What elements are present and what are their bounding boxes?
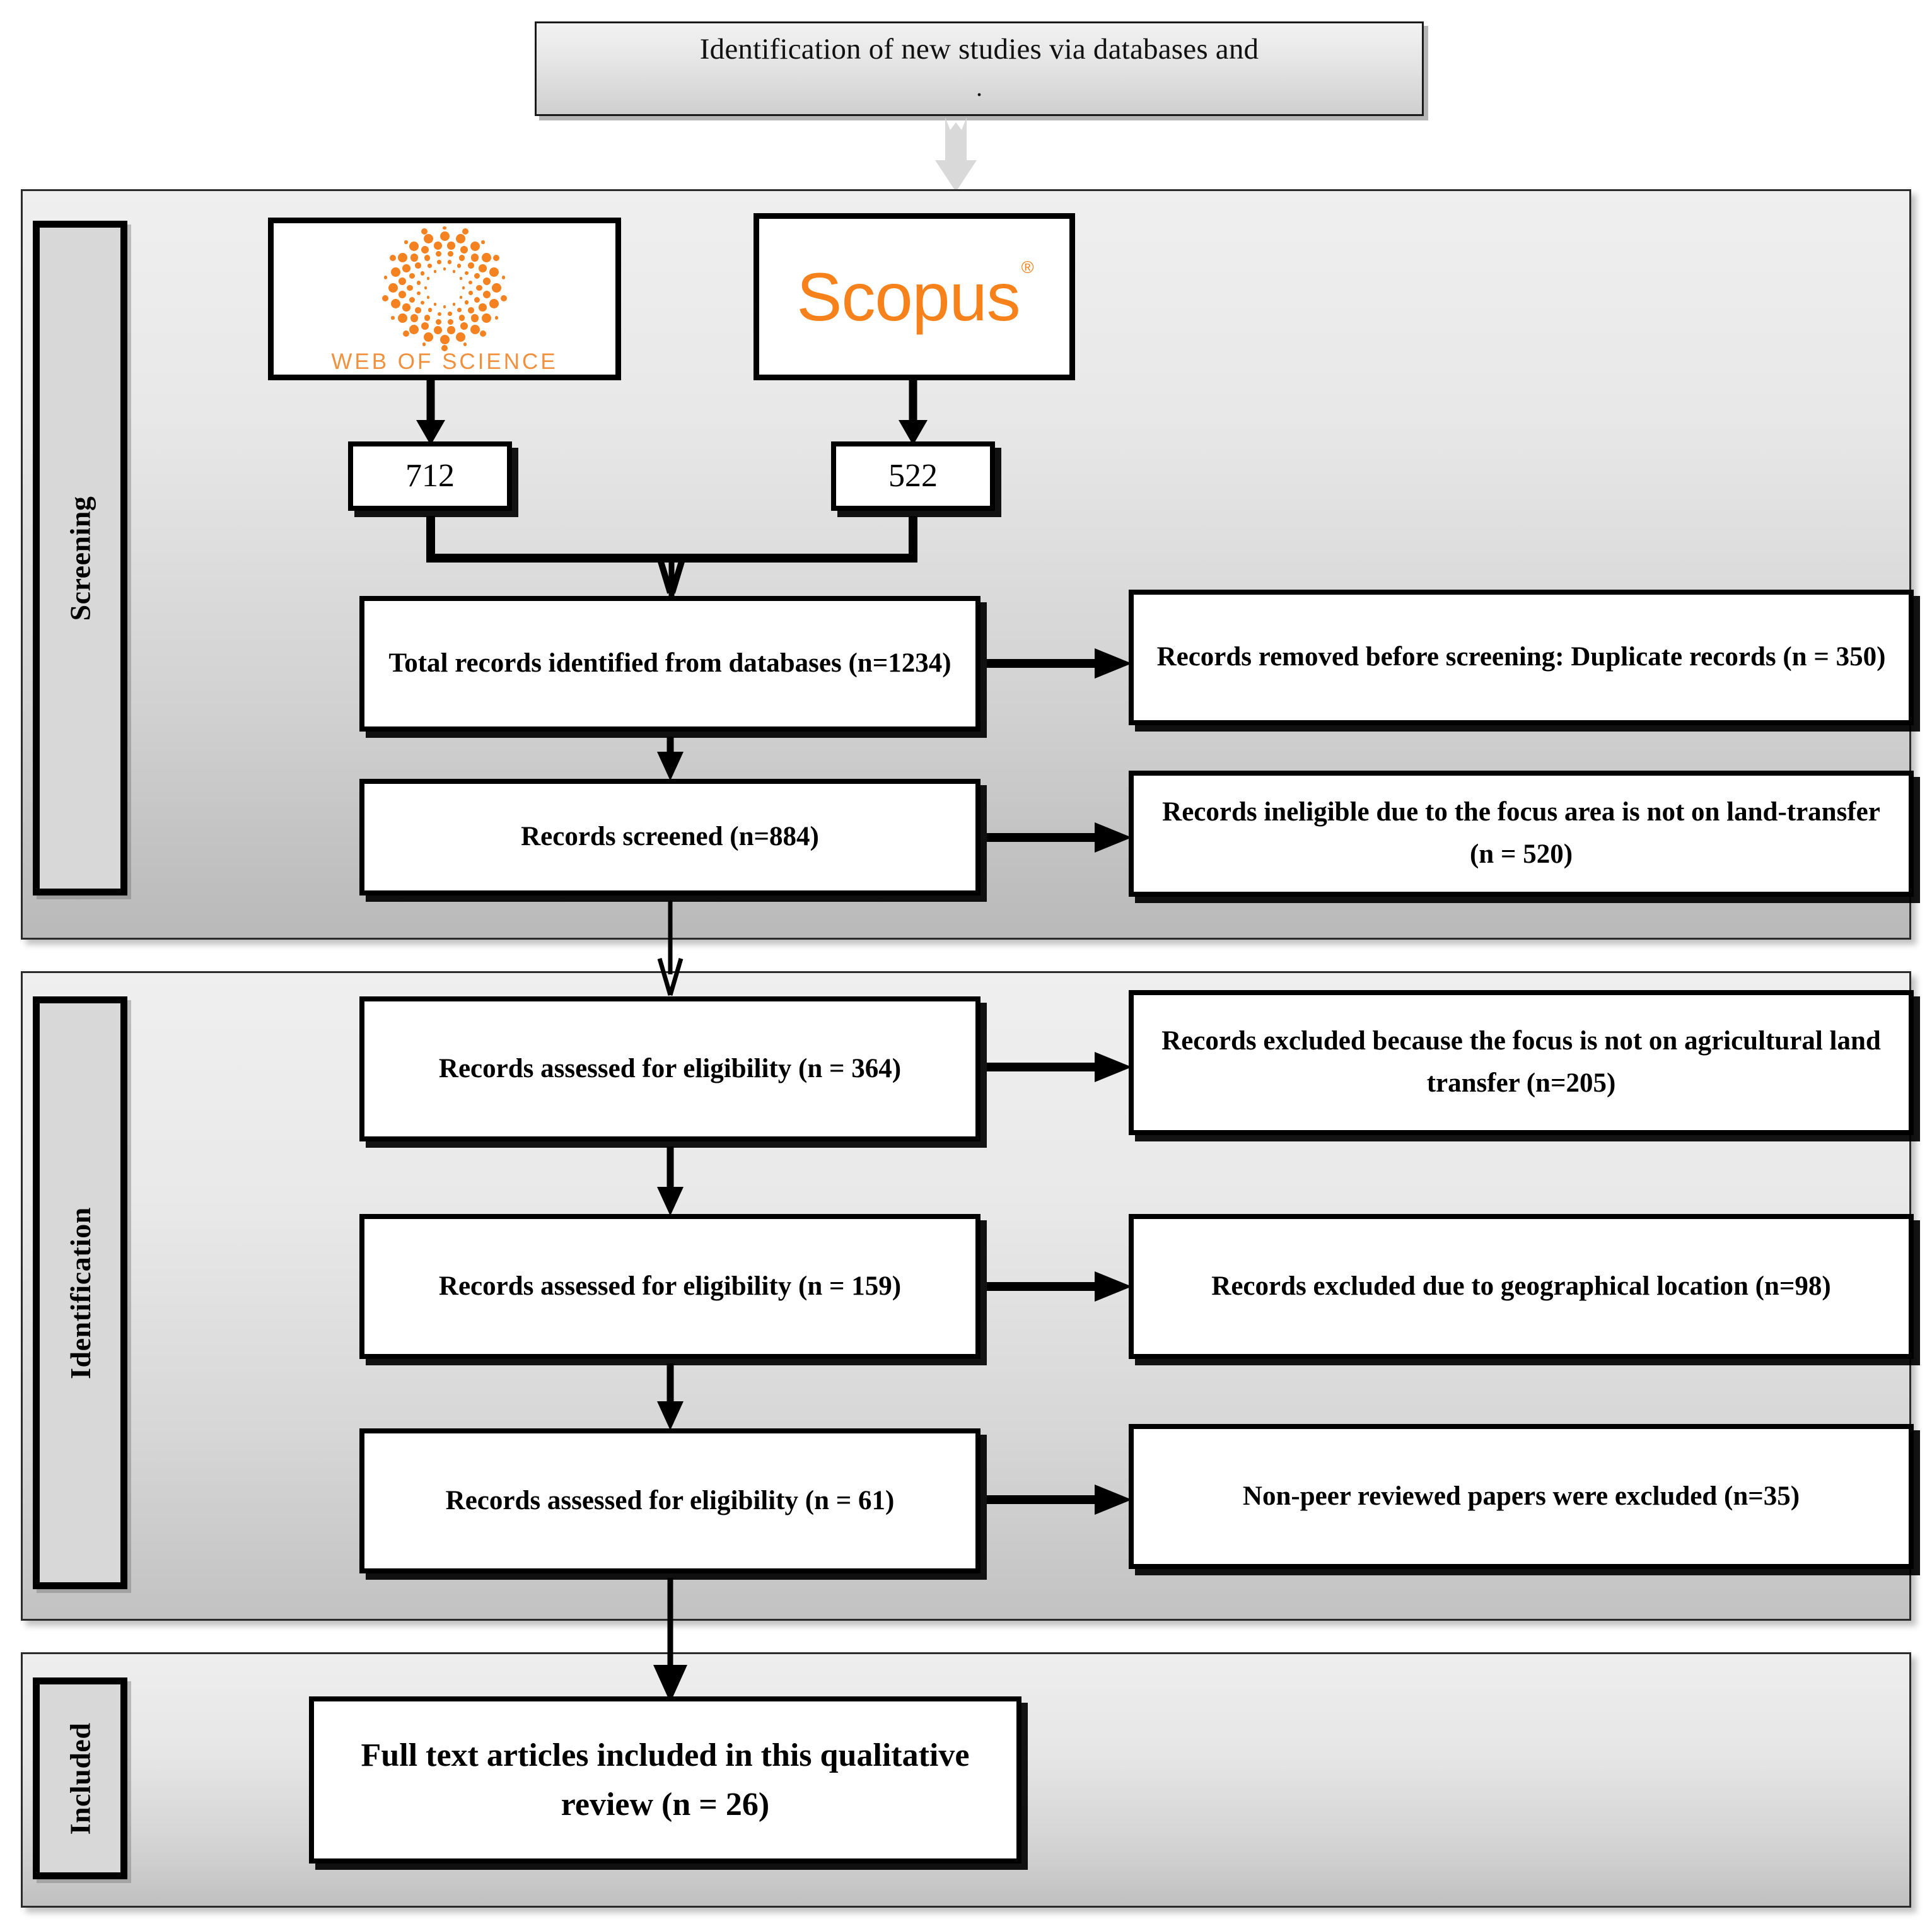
records-removed-text: Records removed before screening: Duplic… — [1156, 642, 1886, 672]
web-of-science-icon — [380, 223, 509, 351]
total-records-box: Total records identified from databases … — [359, 596, 981, 732]
included-suffix: ) — [758, 1786, 770, 1823]
stage-label-identification-text: Identification — [64, 1206, 96, 1379]
excluded-text-2: Records excluded due to geographical loc… — [1211, 1271, 1831, 1301]
scopus-count-box: 522 — [831, 441, 995, 511]
web-of-science-wordmark: WEB OF SCIENCE — [331, 349, 558, 374]
header-down-arrow-icon — [935, 117, 977, 192]
records-screened-box: Records screened (n=884) — [359, 779, 981, 895]
stage-label-identification: Identification — [33, 996, 127, 1589]
scopus-wordmark: Scopus® — [796, 257, 1034, 336]
excluded-text-1: Records excluded because the focus is no… — [1161, 1026, 1881, 1098]
page-subtitle: . — [976, 73, 982, 102]
eligibility-box-2: Records assessed for eligibility (n = 15… — [359, 1214, 981, 1359]
page-title: Identification of new studies via databa… — [699, 33, 1259, 66]
excluded-text-3: Non-peer reviewed papers were excluded (… — [1242, 1481, 1800, 1511]
registered-trademark-icon: ® — [1021, 258, 1034, 277]
eligibility-text-1: Records assessed for eligibility (n = 36… — [438, 1053, 902, 1083]
eligibility-text-3: Records assessed for eligibility (n = 61… — [445, 1485, 895, 1515]
wos-count-box: 712 — [348, 441, 512, 511]
stage-label-included-text: Included — [64, 1722, 96, 1835]
eligibility-box-1: Records assessed for eligibility (n = 36… — [359, 996, 981, 1141]
wos-count: 712 — [405, 457, 455, 494]
records-ineligible-text: Records ineligible due to the focus area… — [1162, 797, 1880, 869]
stage-label-screening: Screening — [33, 221, 127, 895]
included-articles-text: Full text articles included in this qual… — [314, 1731, 1016, 1829]
included-articles-box: Full text articles included in this qual… — [309, 1696, 1021, 1864]
included-count: n = 26 — [672, 1786, 759, 1823]
scopus-wordmark-text: Scopus — [796, 259, 1020, 335]
total-records-text: Total records identified from databases … — [388, 648, 951, 679]
excluded-box-3: Non-peer reviewed papers were excluded (… — [1129, 1424, 1914, 1569]
scopus-logo-box: Scopus® — [754, 213, 1075, 380]
records-ineligible-box: Records ineligible due to the focus area… — [1129, 771, 1914, 897]
records-removed-box: Records removed before screening: Duplic… — [1129, 590, 1914, 725]
stage-label-included: Included — [33, 1677, 127, 1879]
records-screened-text: Records screened (n=884) — [521, 822, 819, 852]
scopus-count: 522 — [888, 457, 938, 494]
eligibility-box-3: Records assessed for eligibility (n = 61… — [359, 1428, 981, 1573]
included-prefix: Full text articles included in this qual… — [361, 1737, 970, 1823]
eligibility-text-2: Records assessed for eligibility (n = 15… — [438, 1271, 902, 1301]
header-title-box: Identification of new studies via databa… — [535, 21, 1424, 116]
stage-label-screening-text: Screening — [64, 496, 96, 621]
excluded-box-1: Records excluded because the focus is no… — [1129, 990, 1914, 1135]
excluded-box-2: Records excluded due to geographical loc… — [1129, 1214, 1914, 1359]
web-of-science-logo-box: WEB OF SCIENCE — [268, 218, 621, 380]
